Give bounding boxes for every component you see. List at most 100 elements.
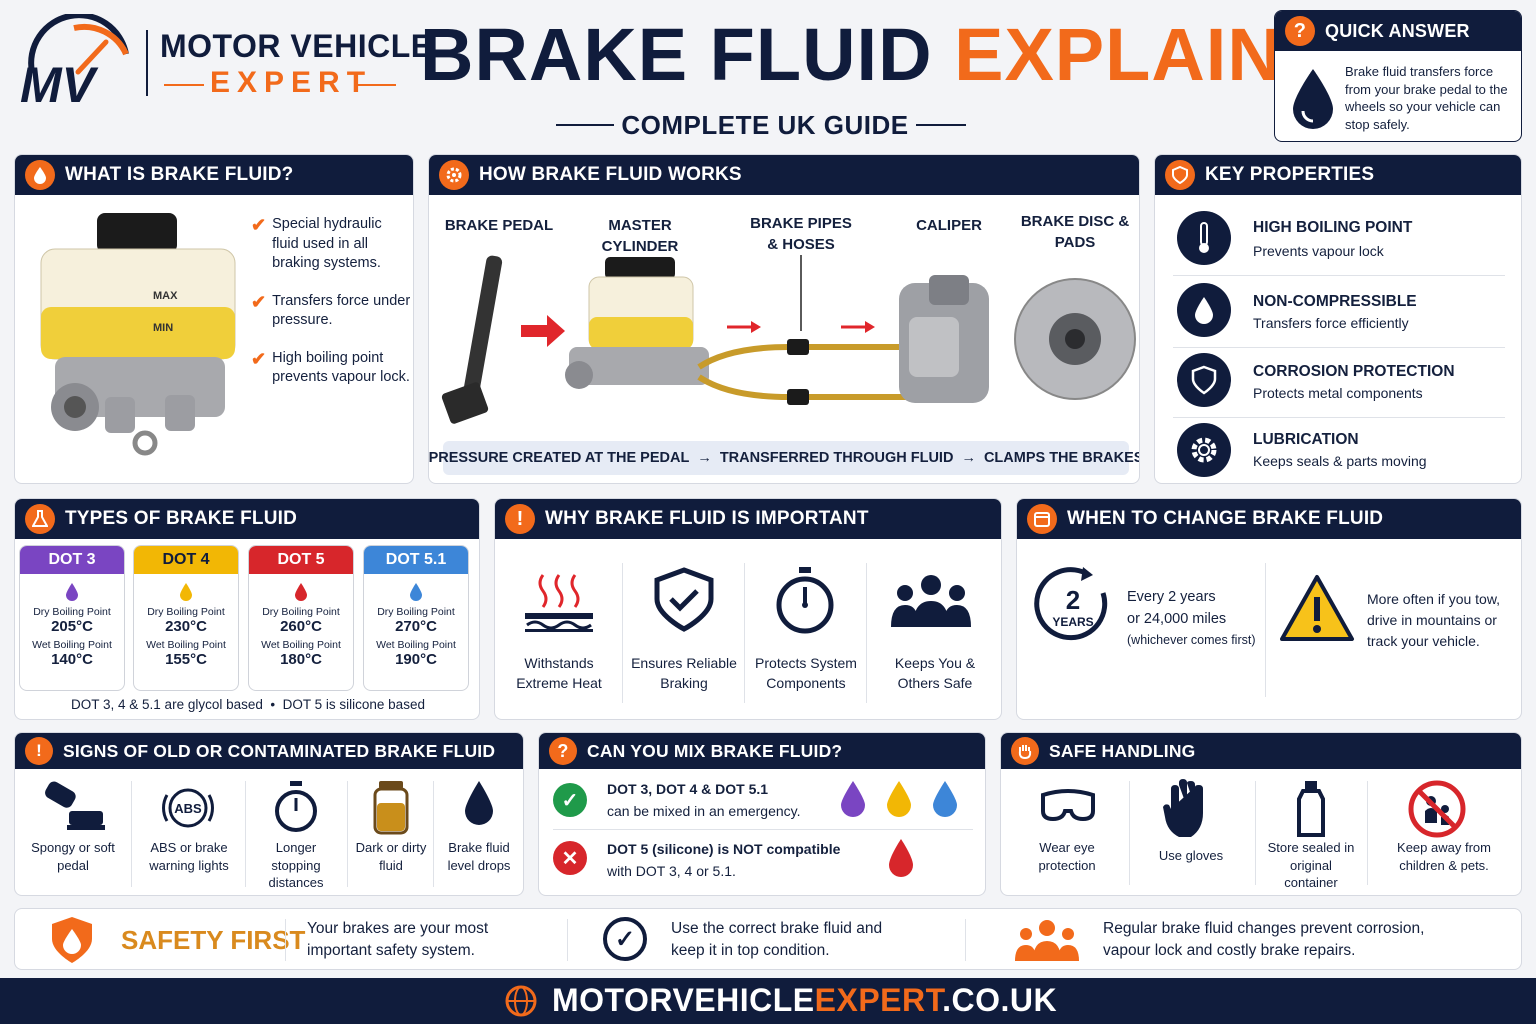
property-name: HIGH BOILING POINT [1253, 219, 1413, 236]
svg-text:MAX: MAX [153, 290, 178, 302]
mix-no-line2: with DOT 3, 4 or 5.1. [607, 863, 736, 879]
safe-label: Store sealed in original container [1267, 840, 1355, 891]
mix-yes-line1: DOT 3, DOT 4 & DOT 5.1 [607, 781, 769, 797]
compatible-drops-icon [841, 781, 957, 817]
years-unit: YEARS [1052, 615, 1094, 629]
flask-icon [25, 504, 55, 534]
property-name: CORROSION PROTECTION [1253, 363, 1455, 380]
safe-label: Use gloves [1158, 848, 1224, 863]
why-panel: !WHY BRAKE FLUID IS IMPORTANT Withstands… [494, 498, 1002, 720]
hand-icon [1011, 737, 1039, 765]
glove-icon [1163, 779, 1203, 837]
safety-text-3: Regular brake fluid changes prevent corr… [1103, 920, 1425, 959]
dot-name: DOT 5.1 [364, 546, 468, 574]
when-panel: WHEN TO CHANGE BRAKE FLUID 2 YEARS Every… [1016, 498, 1522, 720]
dry-value: 260°C [280, 618, 322, 635]
dry-value: 230°C [165, 618, 207, 635]
goggles-icon [1041, 789, 1095, 822]
types-panel: TYPES OF BRAKE FLUID DOT 3 Dry Boiling P… [14, 498, 480, 720]
mix-panel: ?CAN YOU MIX BRAKE FLUID? ✓ DOT 3, DOT 4… [538, 732, 986, 896]
drop-icon [25, 160, 55, 190]
safe-handling-panel: SAFE HANDLING Wear eye protection Use gl… [1000, 732, 1522, 896]
dry-label: Dry Boiling Point [147, 606, 225, 618]
page-title: BRAKE FLUID EXPLAINED [420, 13, 1387, 96]
dot-name: DOT 3 [20, 546, 124, 574]
drop-icon [465, 781, 493, 825]
dot-card: DOT 3 Dry Boiling Point 205°C Wet Boilin… [19, 545, 125, 691]
master-cylinder-image: MAX MIN [40, 213, 236, 456]
key-properties-panel: KEY PROPERTIES HIGH BOILING POINT Preven… [1154, 154, 1522, 484]
property-name: NON-COMPRESSIBLE [1253, 293, 1417, 310]
footer [0, 978, 1536, 1024]
shield-icon [1177, 353, 1231, 407]
bullet-text: Special hydraulic fluid used in all brak… [272, 216, 382, 272]
what-bullets: ✔Special hydraulic fluid used in all bra… [251, 215, 411, 388]
safe-label: Wear eye protection [1038, 840, 1096, 873]
wet-label: Wet Boiling Point [261, 639, 341, 651]
drop-icon [66, 583, 78, 601]
how-label: CALIPER [916, 217, 982, 234]
calendar-icon [1027, 504, 1057, 534]
people-icon [1015, 920, 1079, 961]
dry-label: Dry Boiling Point [262, 606, 340, 618]
drop-icon [1177, 283, 1231, 337]
shield-icon [1165, 160, 1195, 190]
warning-text: More often if you tow, drive in mountain… [1367, 591, 1501, 649]
website-link[interactable]: MOTORVEHICLEEXPERT.CO.UK [552, 982, 1058, 1018]
wet-value: 155°C [165, 651, 207, 668]
why-label: Keeps You & Others Safe [894, 655, 976, 691]
warning-icon [1280, 575, 1354, 641]
property-desc: Transfers force efficiently [1253, 315, 1409, 331]
question-icon: ? [549, 737, 577, 765]
logo[interactable]: MV MOTOR VEHICLE EXPERT [14, 14, 432, 114]
sign-label: Spongy or soft pedal [31, 840, 115, 873]
change-interval-3: (whichever comes first) [1127, 633, 1256, 647]
flow-step: TRANSFERRED THROUGH FLUID [719, 450, 954, 466]
keep-away-children-icon [1408, 780, 1466, 838]
safety-text-2: Use the correct brake fluid and keep it … [671, 920, 883, 959]
sign-label: Dark or dirty fluid [355, 840, 427, 873]
property-desc: Keeps seals & parts moving [1253, 453, 1427, 469]
why-label: Withstands Extreme Heat [516, 655, 602, 691]
sign-label: ABS or brake warning lights [149, 840, 229, 873]
dot-card: DOT 4 Dry Boiling Point 230°C Wet Boilin… [133, 545, 239, 691]
drop-icon [410, 583, 422, 601]
stopwatch-icon [776, 567, 834, 634]
dot-card: DOT 5.1 Dry Boiling Point 270°C Wet Boil… [363, 545, 469, 691]
bullet-text: High boiling point prevents vapour lock. [272, 349, 410, 386]
cross-icon: ✕ [553, 841, 587, 875]
arrow-icon: → [697, 450, 712, 466]
safety-text-1: Your brakes are your most important safe… [307, 920, 489, 959]
wet-value: 180°C [280, 651, 322, 668]
how-label: BRAKE PIPES & HOSES [750, 215, 852, 253]
dry-label: Dry Boiling Point [33, 606, 111, 618]
stopwatch-icon [275, 781, 317, 832]
arrow-icon: → [961, 450, 976, 466]
property-desc: Prevents vapour lock [1253, 243, 1384, 259]
wet-label: Wet Boiling Point [32, 639, 112, 651]
page-subtitle: COMPLETE UK GUIDE [621, 110, 909, 140]
flow-step: PRESSURE CREATED AT THE PEDAL [428, 450, 690, 466]
exclamation-icon: ! [505, 504, 535, 534]
shield-check-icon [654, 567, 714, 632]
quick-answer-card: ? QUICK ANSWER Brake fluid transfers for… [1274, 10, 1522, 142]
incompatible-drop-icon [889, 839, 913, 877]
dot-card: DOT 5 Dry Boiling Point 260°C Wet Boilin… [248, 545, 354, 691]
mix-yes-line2: can be mixed in an emergency. [607, 803, 801, 819]
heat-icon [525, 574, 593, 632]
dry-label: Dry Boiling Point [377, 606, 455, 618]
thermometer-icon [1177, 211, 1231, 265]
property-desc: Protects metal components [1253, 385, 1423, 401]
years-number: 2 [1065, 585, 1081, 615]
wet-value: 140°C [51, 651, 93, 668]
quick-answer-text: Brake fluid transfers force from your br… [1345, 64, 1508, 132]
how-label: BRAKE DISC & PADS [1020, 213, 1130, 251]
mix-no-line1: DOT 5 (silicone) is NOT compatible [607, 841, 841, 857]
what-is-panel: WHAT IS BRAKE FLUID? MAX MIN ✔Special hy… [14, 154, 414, 484]
how-label: MASTER CYLINDER [601, 217, 679, 255]
check-circle-icon: ✓ [603, 917, 647, 961]
pedal-icon [45, 781, 105, 830]
drop-icon [1293, 69, 1333, 129]
property-name: LUBRICATION [1253, 431, 1359, 448]
dry-value: 205°C [51, 618, 93, 635]
